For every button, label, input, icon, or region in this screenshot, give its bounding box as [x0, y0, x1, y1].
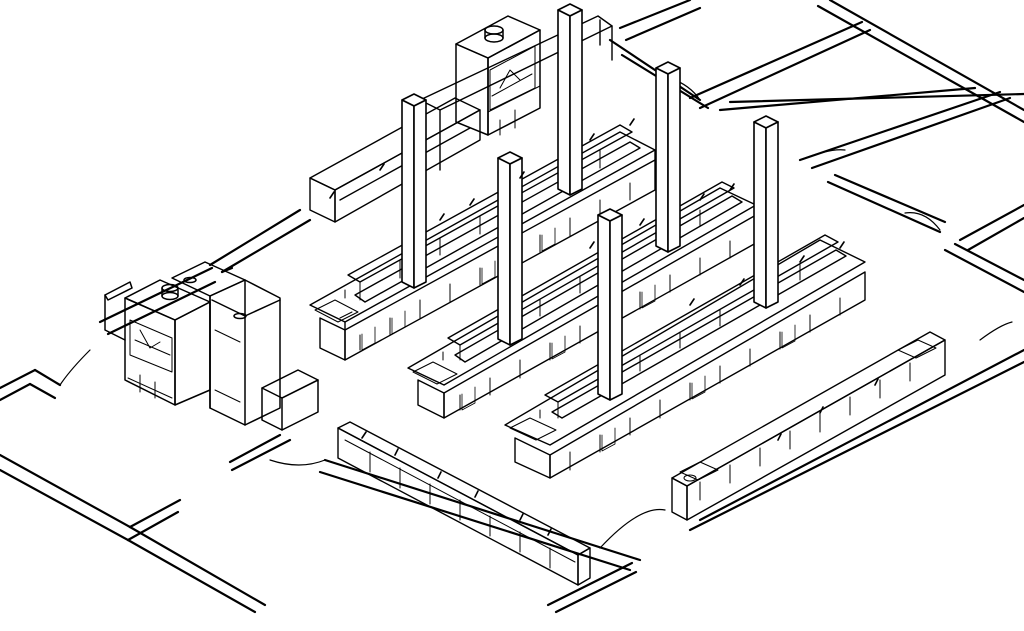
door-swing — [979, 321, 1013, 341]
service-column — [401, 93, 427, 289]
island-bench-2 — [407, 181, 757, 419]
fume-hood-top — [455, 15, 541, 136]
wall-bench-right — [671, 331, 946, 521]
service-column — [597, 208, 623, 401]
wall-bench-bottom — [337, 421, 591, 586]
sink — [897, 339, 937, 359]
sink — [314, 299, 359, 323]
door-swings — [59, 77, 1013, 549]
door-swing — [59, 349, 91, 386]
service-column — [655, 61, 681, 253]
island-bench-3 — [504, 234, 866, 479]
fixtures — [329, 118, 845, 306]
service-columns — [401, 3, 779, 401]
fume-hood-left — [104, 261, 319, 431]
exhaust-collar — [484, 33, 504, 43]
service-column — [497, 151, 523, 346]
exhaust-collar — [161, 291, 179, 301]
door-swing — [599, 508, 666, 549]
service-column — [753, 115, 779, 309]
sink — [679, 461, 719, 481]
door-swing — [799, 149, 846, 161]
sink — [412, 361, 458, 385]
sink — [509, 417, 557, 441]
service-column — [557, 3, 583, 196]
door-swing — [904, 212, 941, 231]
door-swing — [269, 459, 326, 466]
